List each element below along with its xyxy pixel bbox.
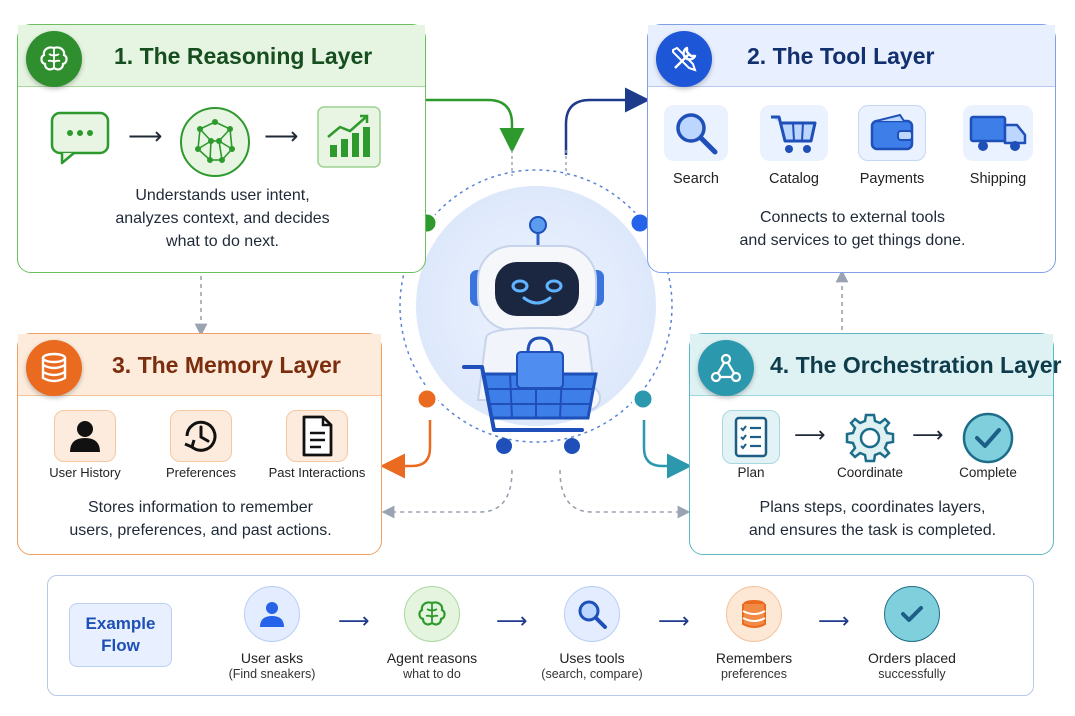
cart-icon [760, 105, 828, 161]
user-icon [244, 586, 300, 642]
flow-step-remembers: Remembers preferences [684, 586, 824, 682]
orchestration-label-complete: Complete [959, 465, 1017, 480]
truck-icon [963, 105, 1033, 161]
orchestration-label-plan: Plan [737, 465, 765, 480]
memory-layer-header: 3. The Memory Layer [18, 334, 381, 396]
neural-network-icon [178, 105, 252, 179]
example-flow-panel: Example Flow User asks (Find sneakers) ⟶… [47, 575, 1034, 696]
reasoning-arrow [426, 98, 525, 153]
brain-icon [26, 31, 82, 87]
flow-arrow-2: ⟶ [496, 608, 528, 633]
example-flow-label-line-1: Example [85, 614, 156, 633]
database-icon [26, 340, 82, 396]
checkmark-icon [960, 410, 1016, 466]
memory-label-user-history: User History [49, 465, 121, 480]
center-orchestration-link [559, 469, 691, 519]
node-dot-teal [631, 387, 655, 411]
magnifier-icon [664, 105, 728, 161]
memory-desc-line-1: Stores information to remember [88, 499, 313, 516]
reasoning-layer-panel: 1. The Reasoning Layer ⟶ ⟶ Understands u… [17, 24, 426, 273]
reasoning-layer-header: 1. The Reasoning Layer [18, 25, 425, 87]
tool-label-payments: Payments [859, 171, 925, 187]
flow-step-title: Uses tools [559, 650, 625, 666]
document-icon [286, 410, 348, 462]
orchestration-arrow [642, 420, 692, 479]
network-nodes-icon [698, 340, 754, 396]
tools-icon [656, 31, 712, 87]
flow-step-title: Orders placed [868, 650, 956, 666]
orchestration-layer-title: 4. The Orchestration Layer [770, 352, 1062, 378]
robot-shopping-cart-icon [462, 216, 604, 454]
flow-arrow-3: ⟶ [658, 608, 690, 633]
tool-desc-line-2: and services to get things done. [739, 232, 966, 249]
tool-desc-line-1: Connects to external tools [760, 209, 945, 226]
example-flow-label-line-2: Flow [101, 636, 140, 655]
flow-step-title: Remembers [715, 650, 793, 666]
checkmark-icon [884, 586, 940, 642]
memory-label-preferences: Preferences [165, 465, 237, 480]
magnifier-icon [564, 586, 620, 642]
memory-desc-line-2: users, preferences, and past actions. [69, 522, 332, 539]
tool-layer-panel: 2. The Tool Layer Search Catalog Payment… [647, 24, 1056, 273]
reasoning-layer-title: 1. The Reasoning Layer [114, 43, 373, 69]
tool-label-search: Search [673, 171, 719, 187]
chat-bubble-icon [48, 109, 114, 167]
flow-step-subtitle: successfully [878, 667, 946, 681]
tool-label-catalog: Catalog [769, 171, 819, 187]
center-orbit [399, 169, 673, 443]
reasoning-desc-line-1: Understands user intent, [135, 187, 310, 204]
orchestration-description: Plans steps, coordinates layers, and ens… [690, 496, 1055, 542]
flow-step-uses-tools: Uses tools (search, compare) [522, 586, 662, 682]
reasoning-desc-line-2: analyzes context, and decides [115, 210, 330, 227]
gear-icon [840, 408, 900, 468]
flow-step-orders-placed: Orders placed successfully [842, 586, 982, 682]
orchestration-desc-line-1: Plans steps, coordinates layers, [759, 499, 986, 516]
memory-layer-panel: 3. The Memory Layer User History Prefere… [17, 333, 382, 555]
tool-description: Connects to external tools and services … [648, 206, 1057, 252]
clock-icon [170, 410, 232, 462]
memory-layer-title: 3. The Memory Layer [112, 352, 341, 378]
orchestration-label-coordinate: Coordinate [836, 465, 904, 480]
wallet-icon [858, 105, 926, 161]
reasoning-step-arrow-2: ⟶ [264, 123, 299, 150]
memory-description: Stores information to remember users, pr… [18, 496, 383, 542]
flow-arrow-1: ⟶ [338, 608, 370, 633]
tool-layer-title: 2. The Tool Layer [747, 43, 935, 69]
orchestration-desc-line-2: and ensures the task is completed. [748, 522, 997, 539]
flow-step-subtitle: (Find sneakers) [228, 667, 316, 681]
checklist-icon [722, 410, 780, 464]
orchestration-layer-panel: 4. The Orchestration Layer Plan ⟶ Coordi… [689, 333, 1061, 555]
memory-arrow [380, 420, 432, 479]
flow-step-subtitle: what to do [403, 667, 461, 681]
flow-step-subtitle: preferences [720, 667, 787, 681]
brain-icon [404, 586, 460, 642]
flow-step-user-asks: User asks (Find sneakers) [202, 586, 342, 682]
tool-arrow [564, 87, 650, 155]
node-dot-orange [415, 387, 439, 411]
orchestration-step-arrow-2: ⟶ [912, 422, 944, 447]
flow-step-subtitle: (search, compare) [541, 667, 643, 681]
reasoning-description: Understands user intent, analyzes contex… [18, 184, 427, 253]
reasoning-step-arrow-1: ⟶ [128, 123, 163, 150]
example-flow-label: Example Flow [69, 603, 172, 667]
orchestration-step-arrow-1: ⟶ [794, 422, 826, 447]
user-icon [54, 410, 116, 462]
database-icon [726, 586, 782, 642]
flow-arrow-4: ⟶ [818, 608, 850, 633]
center-memory-link [381, 469, 513, 519]
flow-step-title: User asks [240, 650, 304, 666]
tool-label-shipping: Shipping [969, 171, 1027, 187]
flow-step-agent-reasons: Agent reasons what to do [362, 586, 502, 682]
memory-label-past-interactions: Past Interactions [268, 465, 366, 480]
growth-chart-icon [316, 105, 382, 169]
tool-layer-header: 2. The Tool Layer [648, 25, 1055, 87]
orchestration-layer-header: 4. The Orchestration Layer [690, 334, 1061, 396]
flow-step-title: Agent reasons [386, 650, 478, 666]
reasoning-desc-line-3: what to do next. [166, 233, 279, 250]
